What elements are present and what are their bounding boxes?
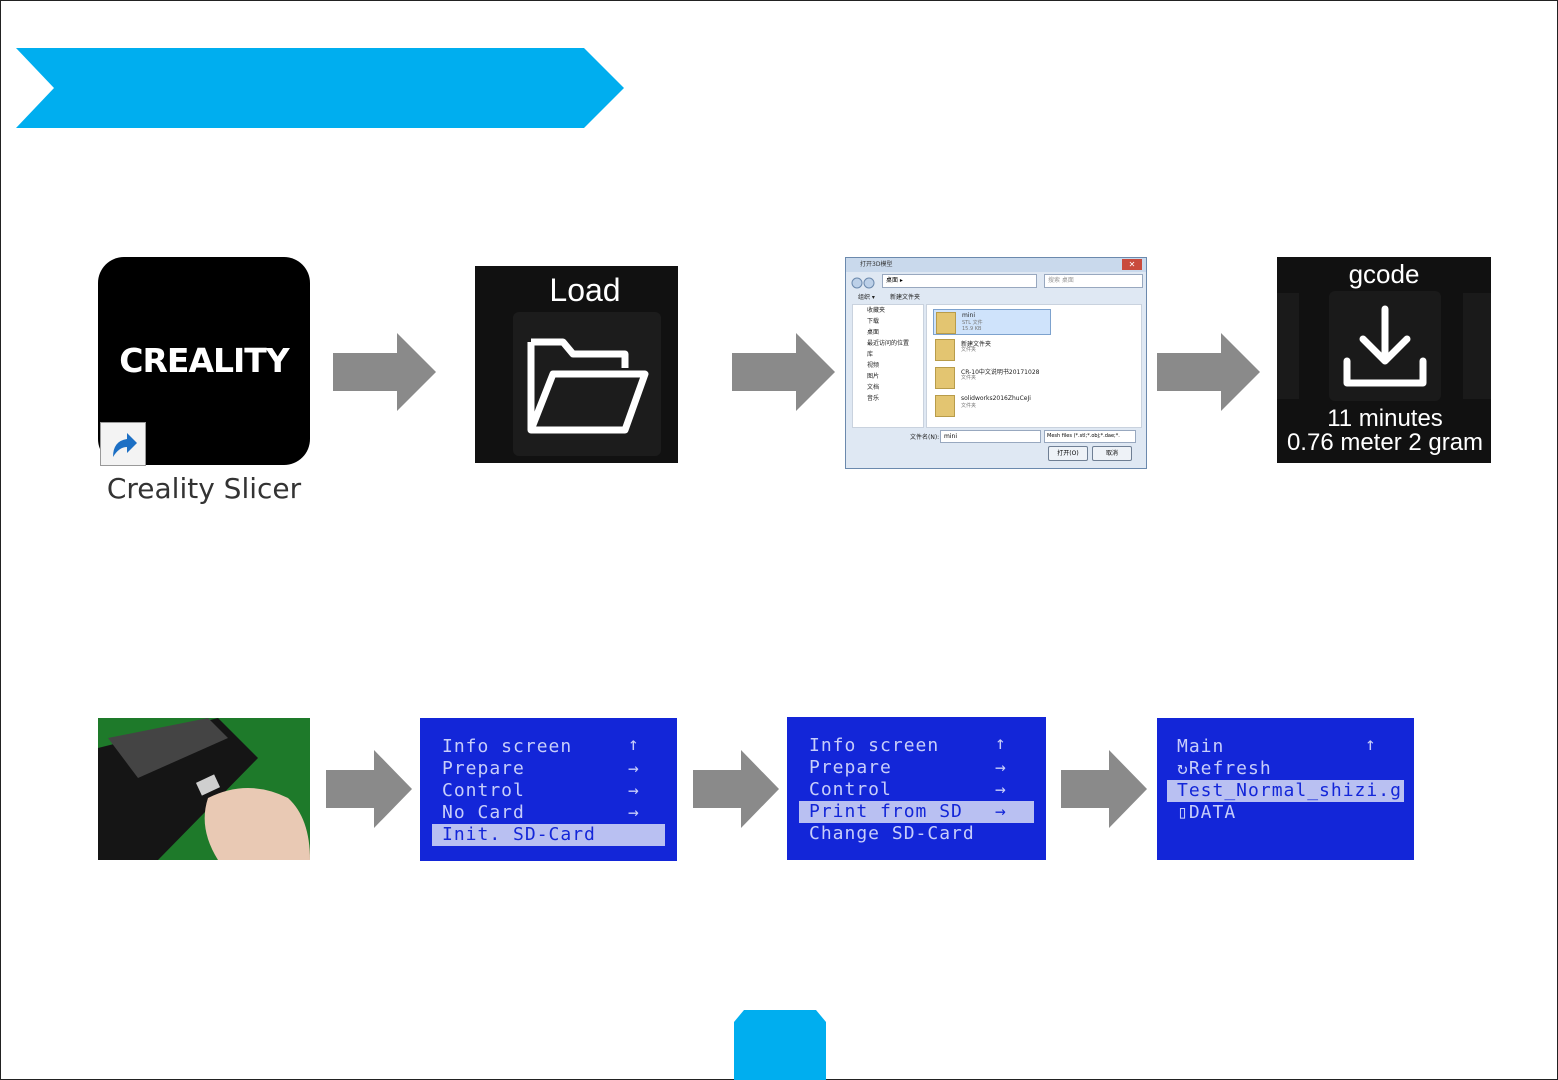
nav-item[interactable]: 库 xyxy=(867,351,874,358)
cancel-button[interactable]: 取消 xyxy=(1092,446,1132,461)
flow-arrow-icon xyxy=(326,750,412,828)
address-bar[interactable]: 桌面 ▸ xyxy=(882,274,1037,288)
menu-item-info-screen[interactable]: Info screen xyxy=(442,736,573,757)
menu-item-main[interactable]: Main xyxy=(1177,736,1225,757)
page-number-tab xyxy=(734,1010,826,1080)
load-panel[interactable]: Load xyxy=(475,266,678,463)
close-icon[interactable]: ✕ xyxy=(1122,259,1142,270)
dialog-nav-pane: 收藏夹 下载 桌面 最近访问的位置 库 视频 图片 文档 音乐 xyxy=(852,304,924,428)
flow-arrow-icon xyxy=(693,750,779,828)
folder-icon xyxy=(935,339,955,361)
menu-item-print-from-sd[interactable]: Print from SD xyxy=(799,801,1034,823)
load-tile[interactable] xyxy=(513,312,661,456)
right-tile xyxy=(1463,293,1491,399)
menu-item-refresh[interactable]: ↻Refresh xyxy=(1177,758,1272,779)
print-time: 11 minutes xyxy=(1327,405,1443,432)
nav-item[interactable]: 最近访问的位置 xyxy=(867,340,910,347)
dialog-title: 打开3D模型 xyxy=(846,258,1146,272)
search-input[interactable]: 搜索 桌面 xyxy=(1044,274,1143,288)
menu-item-no-card[interactable]: No Card xyxy=(442,802,525,823)
up-arrow-icon: ↑ xyxy=(1365,734,1377,755)
menu-item-info-screen[interactable]: Info screen xyxy=(809,735,940,756)
nav-item[interactable]: 视频 xyxy=(867,362,880,369)
new-folder-button[interactable]: 新建文件夹 xyxy=(890,294,921,301)
open-button[interactable]: 打开(O) xyxy=(1048,446,1088,461)
menu-item-control[interactable]: Control xyxy=(809,779,892,800)
filetype-select[interactable]: Mesh files (*.stl;*.obj;*.dae;*. xyxy=(1044,430,1136,443)
file-item-test-normal[interactable]: Test_Normal_shizi.g xyxy=(1167,780,1404,802)
nav-item[interactable]: 图片 xyxy=(867,373,880,380)
right-arrow-icon: → xyxy=(995,779,1007,800)
nav-item[interactable]: 收藏夹 xyxy=(867,307,886,314)
app-label: Creality Slicer xyxy=(106,472,302,505)
lcd-screen-file-list: Main ↑ ↻Refresh Test_Normal_shizi.g ▯DAT… xyxy=(1157,718,1414,860)
lcd-screen-sd: Info screen ↑ Prepare → Control → Print … xyxy=(787,717,1046,860)
menu-item-prepare[interactable]: Prepare xyxy=(809,757,892,778)
right-arrow-icon: → xyxy=(628,802,640,823)
nav-item[interactable]: 下载 xyxy=(867,318,880,325)
back-forward-icon[interactable] xyxy=(850,274,878,289)
folder-icon xyxy=(935,367,955,389)
load-label: Load xyxy=(549,272,621,308)
nav-item[interactable]: 桌面 xyxy=(867,329,880,336)
download-icon xyxy=(1343,305,1427,387)
gcode-title: gcode xyxy=(1348,259,1420,289)
menu-item-prepare[interactable]: Prepare xyxy=(442,758,525,779)
open-file-dialog: 打开3D模型 ✕ 桌面 ▸ 搜索 桌面 组织 ▾ 新建文件夹 收藏夹 下载 桌面… xyxy=(845,257,1147,469)
right-arrow-icon: → xyxy=(995,757,1007,778)
material-usage: 0.76 meter 2 gram xyxy=(1286,429,1484,456)
left-tile xyxy=(1277,293,1299,399)
save-gcode-button[interactable] xyxy=(1329,291,1441,401)
filename-label: 文件名(N): xyxy=(910,434,940,441)
section-banner xyxy=(16,48,624,128)
filename-input[interactable]: mini xyxy=(940,430,1041,443)
stl-file-icon xyxy=(936,312,956,334)
right-arrow-icon: → xyxy=(995,801,1007,822)
creality-logo: CREALITY xyxy=(119,341,289,380)
up-arrow-icon: ↑ xyxy=(995,733,1007,754)
dialog-toolbar: 组织 ▾ 新建文件夹 xyxy=(846,290,1146,302)
menu-item-change-sd-card[interactable]: Change SD-Card xyxy=(809,823,975,844)
up-arrow-icon: ↑ xyxy=(628,734,640,755)
file-item[interactable]: solidworks2016ZhuCeJi 文件夹 xyxy=(933,393,1133,417)
right-arrow-icon: → xyxy=(628,758,640,779)
flow-arrow-icon xyxy=(333,333,436,411)
nav-item[interactable]: 音乐 xyxy=(867,395,880,402)
flow-arrow-icon xyxy=(1061,750,1147,828)
sd-card-insert-photo xyxy=(98,718,310,860)
menu-item-init-sd-card[interactable]: Init. SD-Card xyxy=(432,824,665,846)
menu-item-control[interactable]: Control xyxy=(442,780,525,801)
file-item[interactable]: CR-10中文说明书20171028 文件夹 xyxy=(933,365,1133,389)
file-item[interactable]: 新建文件夹 文件夹 xyxy=(933,337,1133,361)
flow-arrow-icon xyxy=(732,333,835,411)
shortcut-arrow-icon xyxy=(100,422,146,466)
folder-icon xyxy=(935,395,955,417)
gcode-panel: gcode 11 minutes 0.76 meter 2 gram xyxy=(1277,257,1491,463)
lcd-screen-main: Info screen ↑ Prepare → Control → No Car… xyxy=(420,718,677,861)
folder-icon xyxy=(527,338,649,434)
right-arrow-icon: → xyxy=(628,780,640,801)
organize-button[interactable]: 组织 ▾ xyxy=(858,294,875,301)
folder-item-data[interactable]: ▯DATA xyxy=(1177,802,1237,823)
nav-item[interactable]: 文档 xyxy=(867,384,880,391)
flow-arrow-icon xyxy=(1157,333,1260,411)
